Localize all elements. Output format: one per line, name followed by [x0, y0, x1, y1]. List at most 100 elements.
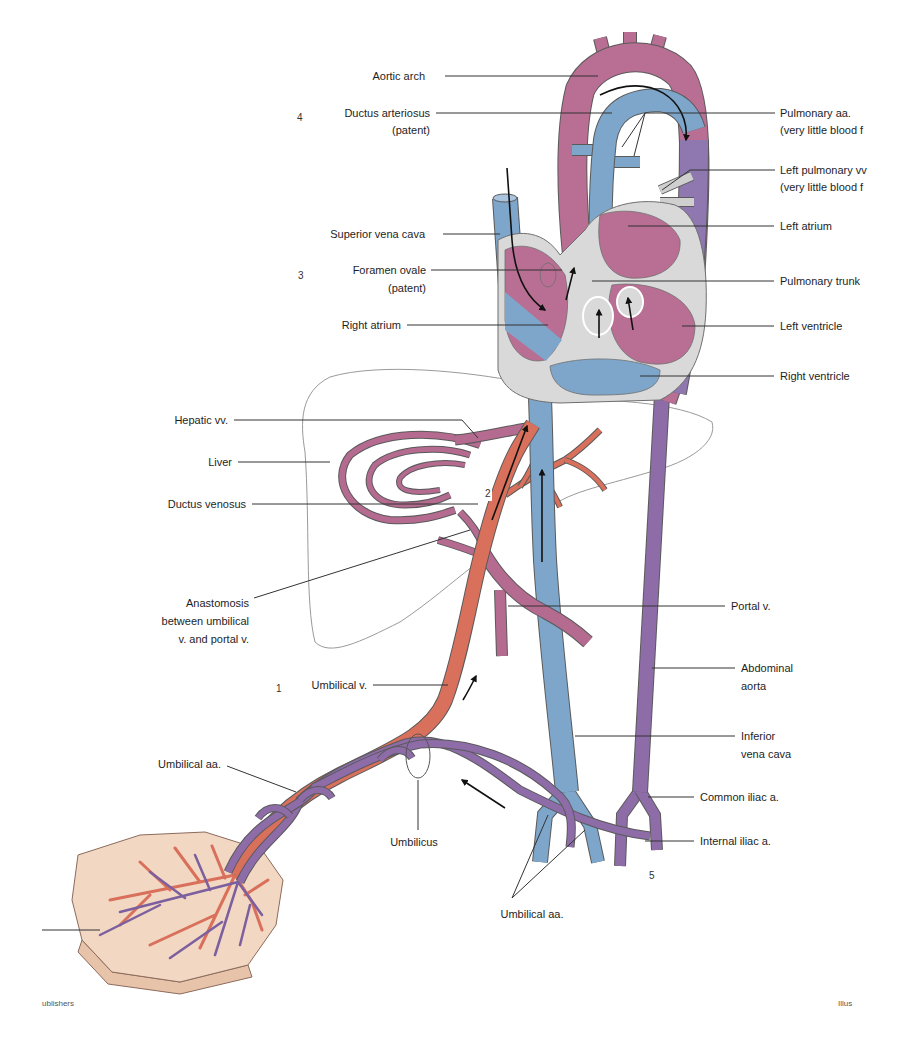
blood-vessel [565, 460, 605, 490]
flow-arrow [507, 168, 545, 310]
part-label: Left atrium [780, 219, 832, 233]
callout-number: 5 [648, 869, 656, 883]
heart [550, 359, 660, 395]
blood-vessel [640, 395, 662, 792]
part-label: Umbilical aa. [158, 757, 221, 771]
heart [583, 297, 613, 335]
part-label: Pulmonary aa. [780, 106, 851, 120]
leader-line [648, 797, 694, 798]
leader-line [682, 326, 774, 327]
leader-line [407, 325, 548, 326]
blood-vessel [369, 449, 470, 505]
part-label: Right ventricle [780, 369, 850, 383]
heart [540, 263, 556, 287]
part-label: Liver [208, 455, 232, 469]
part-label: Superior vena cava [330, 227, 425, 241]
blood-vessel [240, 741, 650, 882]
leader-line [622, 113, 775, 156]
part-label: Umbilical v. [312, 678, 367, 692]
leader-line [628, 226, 774, 227]
blood-vessel [540, 398, 567, 792]
leader-line [508, 606, 725, 607]
part-label: Aortic arch [372, 69, 425, 83]
part-label: Pulmonary trunk [780, 274, 860, 288]
footer-text: Illus [838, 998, 852, 1010]
leader-line [592, 281, 774, 282]
leader-line [373, 685, 448, 686]
blood-vessel [399, 463, 465, 492]
blood-vessel [484, 553, 588, 642]
part-label: (very little blood f [780, 123, 863, 137]
leader-line [443, 234, 500, 235]
leader-line [512, 815, 585, 898]
leader-line [252, 504, 478, 505]
part-label: Common iliac a. [700, 790, 779, 804]
blood-vessel [228, 743, 571, 872]
leader-line [227, 766, 296, 792]
blood-vessel [380, 750, 412, 760]
leader-line [575, 736, 735, 737]
leader-line [652, 668, 735, 669]
callout-number: 4 [296, 111, 304, 125]
blood-vessel [228, 743, 571, 872]
blood-vessel [342, 435, 480, 521]
part-label: Right atrium [342, 318, 401, 332]
flow-arrow [628, 298, 633, 330]
blood-vessel [240, 741, 650, 882]
flow-arrow [598, 310, 600, 338]
blood-vessel [342, 435, 480, 521]
blood-vessel [640, 395, 662, 792]
blood-vessel [300, 790, 332, 800]
blood-vessel [500, 590, 502, 656]
leader-line [238, 462, 330, 463]
part-label: Left pulmonary vv [780, 163, 867, 177]
part-label: Inferior vena cava [741, 727, 796, 763]
part-label: Foramen ovale (patent) [336, 261, 426, 297]
leader-line [42, 76, 775, 930]
blood-vessel [380, 750, 412, 760]
part-label: Portal v. [731, 599, 771, 613]
heart [493, 194, 706, 403]
heart [505, 292, 562, 361]
leader-line [640, 376, 774, 377]
blood-vessel [235, 424, 533, 875]
heart [498, 202, 706, 403]
blood-vessel [235, 424, 533, 875]
flow-arrow [566, 268, 574, 300]
blood-vessel [614, 156, 640, 168]
flow-arrow [463, 676, 476, 700]
leader-line [254, 530, 470, 598]
blood-vessel [258, 808, 290, 818]
leader-line [645, 841, 694, 842]
umbilicus-ring [406, 734, 430, 778]
leader-line [234, 420, 478, 438]
heart [599, 211, 680, 278]
heart [609, 284, 695, 364]
leader-line [445, 76, 598, 77]
part-label: Ductus venosus [168, 497, 246, 511]
callout-number: 1 [275, 682, 283, 696]
blood-vessel [540, 398, 567, 792]
part-label: Abdominal aorta [741, 659, 801, 695]
part-label: Internal iliac a. [700, 834, 771, 848]
blood-vessel [258, 808, 290, 818]
blood-vessel [300, 790, 332, 800]
part-label: Umbilical aa. [501, 907, 564, 921]
blood-vessel [500, 590, 502, 656]
callout-number: 3 [297, 269, 305, 283]
blood-vessel [228, 32, 694, 882]
part-label: Ductus arteriosus (patent) [330, 105, 430, 139]
callout-number: 2 [484, 487, 492, 501]
leader-line [431, 270, 562, 271]
leader-line [418, 780, 419, 830]
leader-line [436, 113, 612, 114]
heart [493, 194, 517, 202]
blood-vessel [369, 449, 470, 505]
flow-arrow [541, 470, 543, 562]
part-label: (very little blood f [780, 180, 863, 194]
leader-line [662, 170, 775, 190]
part-label: Left ventricle [780, 319, 842, 333]
flow-arrow [462, 86, 686, 808]
